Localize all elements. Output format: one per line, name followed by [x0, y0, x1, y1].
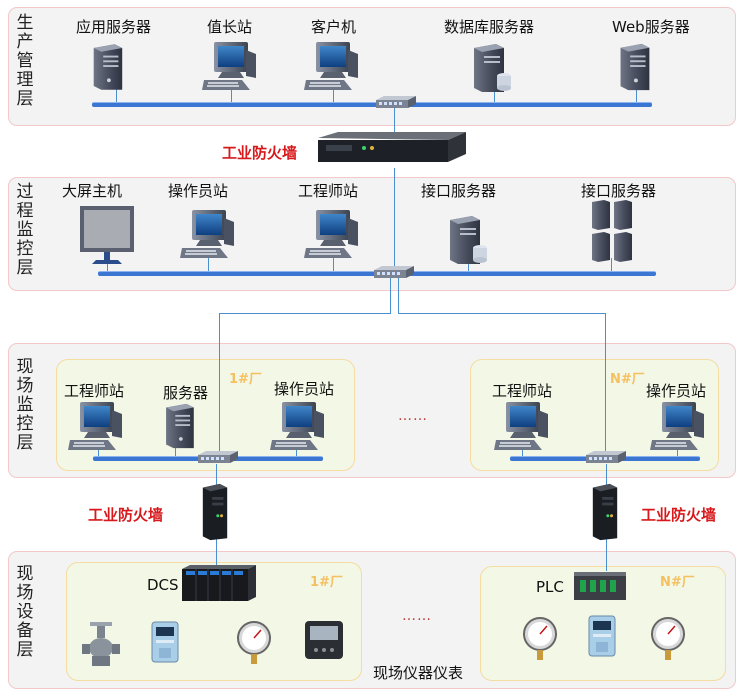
drop — [208, 258, 209, 271]
node-label-web-server: Web服务器 — [612, 18, 690, 36]
plant1-engineer-icon[interactable] — [66, 400, 126, 452]
node-label-app-server: 应用服务器 — [76, 18, 152, 36]
app-server-icon[interactable] — [88, 42, 126, 92]
interface-server-cluster-icon[interactable] — [588, 198, 640, 264]
node-label-duty-station: 值长站 — [207, 18, 253, 36]
layer-label-process: 过程监控层 — [16, 182, 34, 278]
pressure-gauge-icon[interactable] — [234, 620, 274, 668]
drop — [116, 84, 117, 102]
link-process-plant1-a — [390, 278, 391, 314]
drop — [611, 258, 612, 271]
link-process-plant1-b — [219, 313, 391, 314]
node-label-db-server: 数据库服务器 — [444, 18, 535, 36]
layer-label-field-device: 现场设备层 — [16, 564, 34, 660]
db-server-icon[interactable] — [470, 42, 514, 94]
node-label-interface-server-1: 接口服务器 — [421, 182, 497, 200]
layer-label-field-monitor: 现场监控层 — [16, 357, 34, 453]
plant1-server-icon[interactable] — [160, 402, 198, 450]
plant1-firewall-icon[interactable] — [198, 482, 232, 542]
valve-icon[interactable] — [82, 622, 120, 668]
meter-icon[interactable] — [150, 620, 180, 664]
drop — [636, 84, 637, 102]
uplink-firewall-bottom — [394, 168, 395, 267]
dcs-label: DCS — [147, 576, 179, 594]
link-plant1-firewall — [216, 464, 217, 488]
link-plant1-dcs — [216, 537, 217, 565]
node-label-interface-server-2: 接口服务器 — [581, 182, 657, 200]
plantN-firewall-icon[interactable] — [588, 482, 622, 542]
layer-label-production: 生产管理层 — [16, 13, 34, 109]
plc-label: PLC — [536, 578, 564, 596]
link-process-plantN-a — [398, 278, 399, 314]
production-bus — [92, 102, 652, 107]
plantN-meter-icon[interactable] — [587, 614, 617, 658]
operator-station-icon[interactable] — [178, 208, 238, 260]
node-label-engineer-station: 工程师站 — [298, 182, 359, 200]
node-label-client: 客户机 — [311, 18, 357, 36]
plant1-label-engineer: 工程师站 — [64, 382, 125, 400]
web-server-icon[interactable] — [614, 42, 654, 92]
plant1-label-server: 服务器 — [163, 384, 209, 402]
link-plantN-switch — [605, 313, 606, 458]
plantN-gauge-icon-1[interactable] — [520, 616, 560, 664]
link-plant1-switch — [219, 313, 220, 458]
plc-rack-icon[interactable] — [572, 570, 628, 604]
duty-station-icon[interactable] — [200, 40, 260, 92]
interface-server-icon[interactable] — [446, 214, 490, 266]
plant1-device-name: 1#厂 — [310, 575, 343, 590]
monitor-ellipsis: …… — [398, 408, 428, 424]
drop — [494, 84, 495, 102]
firewall-label-plant1: 工业防火墙 — [88, 506, 164, 524]
plant1-operator-icon[interactable] — [268, 400, 328, 452]
production-switch-icon[interactable] — [374, 96, 418, 110]
plantN-switch-icon[interactable] — [584, 451, 628, 465]
firewall-label-plantN: 工业防火墙 — [641, 506, 717, 524]
link-plantN-plc — [606, 537, 607, 571]
plantN-label-operator: 操作员站 — [646, 382, 707, 400]
client-icon[interactable] — [302, 40, 362, 92]
drop — [333, 258, 334, 271]
big-screen-icon[interactable] — [78, 204, 136, 268]
drop — [98, 446, 99, 456]
node-label-big-screen: 大屏主机 — [62, 182, 123, 200]
drop — [107, 258, 108, 271]
plantN-monitor-name: N#厂 — [610, 372, 645, 387]
plantN-gauge-icon-2[interactable] — [648, 616, 688, 664]
drop — [522, 446, 523, 456]
plant1-monitor-name: 1#厂 — [229, 372, 262, 387]
plantN-device-name: N#厂 — [660, 575, 695, 590]
link-process-plantN-b — [398, 313, 605, 314]
drop — [296, 446, 297, 456]
drop — [175, 446, 176, 456]
drop — [468, 258, 469, 271]
link-plantN-firewall — [606, 464, 607, 488]
drop — [333, 84, 334, 102]
plantN-label-engineer: 工程师站 — [492, 382, 553, 400]
digital-display-icon[interactable] — [304, 620, 344, 660]
plant1-switch-icon[interactable] — [196, 451, 240, 465]
node-label-operator-station: 操作员站 — [168, 182, 229, 200]
plantN-engineer-icon[interactable] — [492, 400, 552, 452]
drop — [677, 446, 678, 456]
drop — [231, 84, 232, 102]
footer-label: 现场仪器仪表 — [373, 664, 464, 682]
engineer-station-icon[interactable] — [302, 208, 362, 260]
firewall-label-main: 工业防火墙 — [222, 144, 298, 162]
plantN-operator-icon[interactable] — [648, 400, 708, 452]
dcs-cabinet-icon[interactable] — [180, 563, 258, 603]
plant1-label-operator: 操作员站 — [274, 380, 335, 398]
device-ellipsis: …… — [402, 608, 432, 624]
main-firewall-icon[interactable] — [308, 132, 468, 172]
process-switch-icon[interactable] — [372, 266, 416, 280]
uplink-firewall-top — [394, 104, 395, 134]
